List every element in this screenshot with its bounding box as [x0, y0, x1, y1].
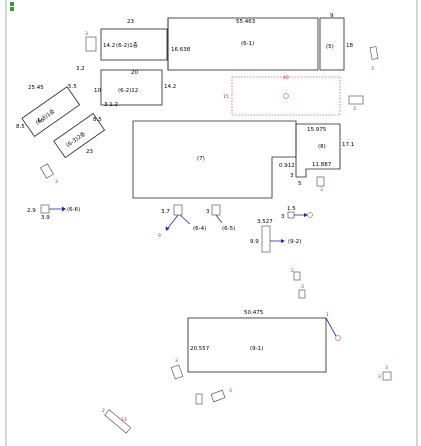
entrance-6-6-dim-left: 2.9 [27, 208, 36, 214]
room-6-2-1-dim-top: 23 [127, 19, 134, 25]
dashed-area-outline [231, 76, 341, 116]
marker-bottom-left-icon: 3 [170, 358, 184, 380]
entrance-6-6-box [40, 204, 50, 214]
svg-text:3: 3 [281, 214, 285, 220]
svg-text:3: 3 [353, 106, 356, 112]
room-6-3-2-outline [53, 113, 106, 159]
svg-text:3: 3 [229, 388, 232, 394]
svg-text:3: 3 [55, 179, 58, 185]
door-marker-label: 3 [85, 31, 88, 37]
room-6-3-1-outline [21, 86, 81, 137]
room-8-dim-3: 3 [290, 173, 294, 179]
entrance-6-5-label: (6-5) [222, 226, 235, 232]
room-6-3-1-dim-right: 5.5 [68, 84, 77, 90]
room-6-2-1-dim-left: 14.2 [103, 43, 115, 49]
dashed-area-dim-top: 40 [283, 75, 289, 81]
room-6-2-1-label: (6-2)1층 [116, 41, 138, 49]
room-6-2-1-outline [100, 28, 168, 61]
svg-text:3: 3 [378, 374, 381, 380]
room-5-dim-right: 18 [346, 43, 353, 49]
room-6-3-1-dim-left: 25.45 [28, 85, 44, 91]
svg-text:2: 2 [291, 268, 294, 274]
entrance-6-4-box [173, 204, 183, 216]
room-5-label: (5) [326, 44, 334, 50]
entrance-9-2-label: (9-2) [288, 239, 301, 245]
room-6-2-12-label: (6-2)12 [118, 88, 138, 94]
marker-room-8-icon: 3 [316, 176, 325, 193]
room-7-label: (7) [197, 156, 205, 162]
entrance-6-5-arrow-icon [215, 214, 223, 224]
room-8-label: (8) [318, 144, 326, 150]
corner-marker-icon [10, 2, 14, 11]
room-8-dim-notch: 0.912 [279, 163, 295, 169]
svg-text:9: 9 [158, 233, 161, 239]
room-6-1-label: (6-1) [241, 41, 254, 47]
room-8-dim-right: 17.1 [342, 142, 354, 148]
entrance-6-4-label: (6-4) [193, 226, 206, 232]
svg-text:3: 3 [175, 358, 178, 364]
entrance-6-4-dim: 3.7 [161, 209, 170, 215]
marker-bottom-mid-icon: 3 [195, 388, 232, 405]
room-6-1-dim-left: 16.638 [171, 47, 191, 53]
room-7-outline [132, 120, 297, 199]
room-6-3-1-dim-top: 3.2 [76, 66, 85, 72]
dashed-area-center-icon [283, 93, 289, 99]
entrance-right-dim-top: 1.5 [287, 206, 296, 212]
room-8-dim-5: 5 [298, 181, 302, 187]
room-6-2-12-dim-bottom: 3 1.2 [104, 102, 118, 108]
marker-left-mid-icon: 3 [40, 163, 58, 185]
room-5-outline [319, 17, 345, 71]
entrance-right-box [287, 211, 295, 219]
entrance-6-5-dim: 3 [206, 209, 210, 215]
room-6-3-1-dim-bottom: 8.5 [16, 124, 25, 130]
svg-text:3: 3 [301, 284, 304, 290]
room-9-1-corner-arrow-icon [325, 317, 337, 337]
room-6-2-12-dim-left: 10 [94, 88, 101, 94]
marker-right-top-icon: 3 [369, 46, 379, 72]
room-9-1-dim-left: 20.557 [190, 346, 210, 352]
marker-mid-right-icons: 2 3 [291, 268, 306, 299]
entrance-6-4-arrow-left-icon [167, 214, 179, 229]
room-8-dim-top: 15.975 [307, 127, 327, 133]
room-6-1-dim-top: 55.463 [236, 19, 256, 25]
room-6-3-1-dim-inner: 10 [37, 118, 44, 124]
room-6-2-12-dim-right: 14.2 [164, 84, 176, 90]
marker-right-mid-icon: 3 [348, 95, 364, 112]
entrance-6-6-dim-bottom: 3.9 [41, 215, 50, 221]
room-8-dim-bottom: 11.887 [312, 162, 332, 168]
room-9-1-label: (9-1) [250, 346, 263, 352]
door-marker-icon: 3 [85, 31, 97, 52]
dashed-area-dim-left: 15 [223, 94, 229, 100]
entrance-6-5-box [211, 204, 221, 216]
marker-bottom-right-dim: 3 [385, 365, 388, 371]
marker-bottom-diagonal-icon: 2 13 [102, 408, 132, 434]
room-9-1-corner-dim: 1 [326, 312, 329, 318]
svg-text:2: 2 [102, 408, 105, 414]
room-5-dim-top: 9 [330, 13, 334, 19]
room-9-1-dim-top: 50.475 [244, 310, 264, 316]
svg-text:3: 3 [320, 187, 323, 193]
entrance-9-2-dim-top: 3.527 [257, 219, 273, 225]
svg-text:13: 13 [121, 417, 127, 423]
room-6-2-12-outline [100, 69, 163, 106]
room-6-3-2-dim-bottom: 23 [86, 149, 93, 155]
entrance-6-4-arrow-right-icon [179, 214, 191, 225]
entrance-9-2-box [261, 225, 271, 253]
room-6-3-2-dim-top: 8.5 [93, 117, 102, 123]
room-8-outline [295, 123, 341, 178]
entrance-6-6-label: (6-6) [67, 207, 80, 213]
room-9-1-outline [187, 317, 327, 373]
svg-text:3: 3 [371, 66, 374, 72]
room-6-2-12-dim-top: 20 [131, 70, 138, 76]
entrance-9-2-dim-left: 9.9 [250, 239, 259, 245]
marker-bottom-right-icon: 3 3 [378, 365, 392, 381]
room-6-3-2-label: (6-3)2층 [64, 130, 86, 149]
